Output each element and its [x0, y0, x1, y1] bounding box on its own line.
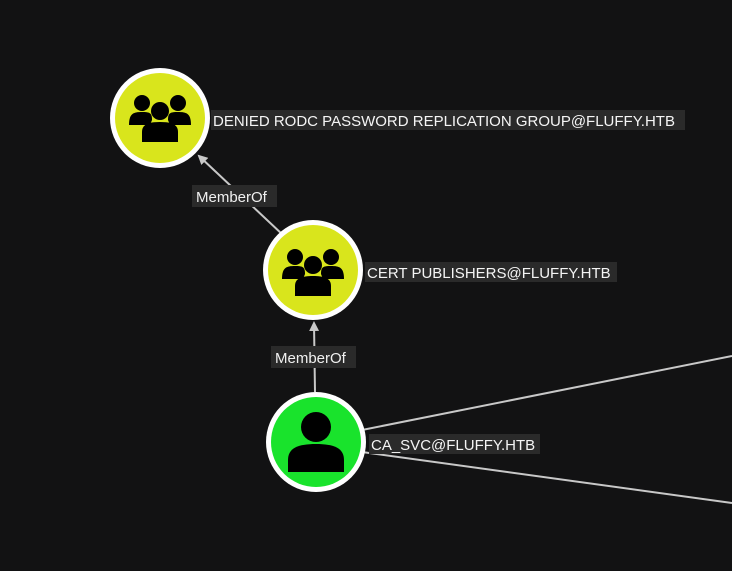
node-label: DENIED RODC PASSWORD REPLICATION GROUP@F…	[213, 113, 675, 130]
edge-ca-svc-offscreen-upper[interactable]	[361, 355, 732, 431]
node-denied-rodc-group[interactable]: DENIED RODC PASSWORD REPLICATION GROUP@F…	[110, 68, 685, 168]
edge-label-background	[192, 185, 277, 207]
node-label: CA_SVC@FLUFFY.HTB	[371, 437, 535, 454]
user-icon	[288, 412, 344, 472]
edge-label-text: MemberOf	[196, 189, 268, 206]
node-label-background	[365, 262, 617, 282]
node-ca-svc-user[interactable]: CA_SVC@FLUFFY.HTB	[266, 392, 540, 492]
node-label-background	[369, 434, 540, 454]
edge-label-ca-to-cert: MemberOf	[271, 346, 356, 368]
users-group-icon	[129, 95, 191, 142]
edge-label-text: MemberOf	[275, 350, 347, 367]
users-group-icon	[282, 249, 344, 296]
node-cert-publishers[interactable]: CERT PUBLISHERS@FLUFFY.HTB	[263, 220, 617, 320]
edge-ca-svc-offscreen-lower[interactable]	[361, 451, 732, 504]
edge-label-cert-to-denied: MemberOf	[192, 185, 277, 207]
node-label-background	[211, 110, 685, 130]
node-label: CERT PUBLISHERS@FLUFFY.HTB	[367, 265, 611, 282]
edge-label-background	[271, 346, 356, 368]
